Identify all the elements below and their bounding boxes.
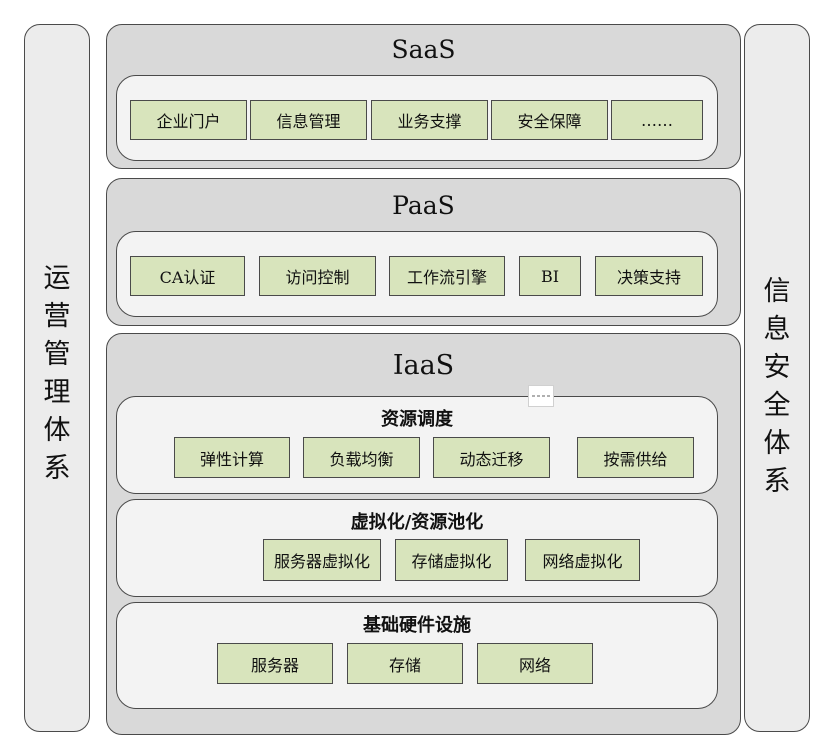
virtualization-item-network[interactable]: 网络虚拟化 — [525, 539, 640, 581]
saas-layer: SaaS 企业门户 信息管理 业务支撑 安全保障 …… — [106, 24, 741, 169]
paas-layer: PaaS CA认证 访问控制 工作流引擎 BI 决策支持 — [106, 178, 741, 326]
virtualization-item-storage[interactable]: 存储虚拟化 — [395, 539, 508, 581]
information-security-label: 信息安全体系 — [763, 276, 791, 497]
saas-item-security-assurance[interactable]: 安全保障 — [491, 100, 608, 140]
iaas-title: IaaS — [392, 350, 455, 381]
iaas-layer: IaaS 资源调度 弹性计算 负载均衡 动态迁移 按需供给 虚拟化/资源池化 服… — [106, 333, 741, 735]
scheduling-item-load-balancing[interactable]: 负载均衡 — [303, 437, 420, 478]
image-placeholder — [528, 385, 554, 407]
paas-item-decision-support[interactable]: 决策支持 — [595, 256, 703, 296]
paas-item-access-control[interactable]: 访问控制 — [259, 256, 376, 296]
hardware-item-storage[interactable]: 存储 — [347, 643, 463, 684]
paas-items-container: CA认证 访问控制 工作流引擎 BI 决策支持 — [116, 231, 718, 317]
paas-title: PaaS — [392, 191, 455, 220]
paas-item-bi[interactable]: BI — [519, 256, 581, 296]
saas-item-enterprise-portal[interactable]: 企业门户 — [130, 100, 247, 140]
resource-scheduling-title: 资源调度 — [381, 409, 453, 430]
resource-scheduling-group: 资源调度 弹性计算 负载均衡 动态迁移 按需供给 — [116, 396, 718, 494]
saas-items-container: 企业门户 信息管理 业务支撑 安全保障 …… — [116, 75, 718, 161]
virtualization-title: 虚拟化/资源池化 — [350, 512, 484, 533]
saas-item-info-management[interactable]: 信息管理 — [250, 100, 367, 140]
information-security-panel: 信息安全体系 — [744, 24, 810, 732]
operations-management-label: 运营管理体系 — [43, 263, 71, 484]
saas-title: SaaS — [391, 35, 456, 64]
paas-item-ca-auth[interactable]: CA认证 — [130, 256, 245, 296]
virtualization-group: 虚拟化/资源池化 服务器虚拟化 存储虚拟化 网络虚拟化 — [116, 499, 718, 597]
saas-item-more[interactable]: …… — [611, 100, 703, 140]
hardware-item-server[interactable]: 服务器 — [217, 643, 333, 684]
virtualization-item-server[interactable]: 服务器虚拟化 — [263, 539, 381, 581]
scheduling-item-live-migration[interactable]: 动态迁移 — [433, 437, 550, 478]
scheduling-item-elastic-compute[interactable]: 弹性计算 — [174, 437, 290, 478]
hardware-infrastructure-group: 基础硬件设施 服务器 存储 网络 — [116, 602, 718, 709]
paas-item-workflow-engine[interactable]: 工作流引擎 — [389, 256, 505, 296]
hardware-item-network[interactable]: 网络 — [477, 643, 593, 684]
scheduling-item-on-demand[interactable]: 按需供给 — [577, 437, 694, 478]
operations-management-panel: 运营管理体系 — [24, 24, 90, 732]
saas-item-business-support[interactable]: 业务支撑 — [371, 100, 488, 140]
hardware-infrastructure-title: 基础硬件设施 — [363, 615, 471, 636]
